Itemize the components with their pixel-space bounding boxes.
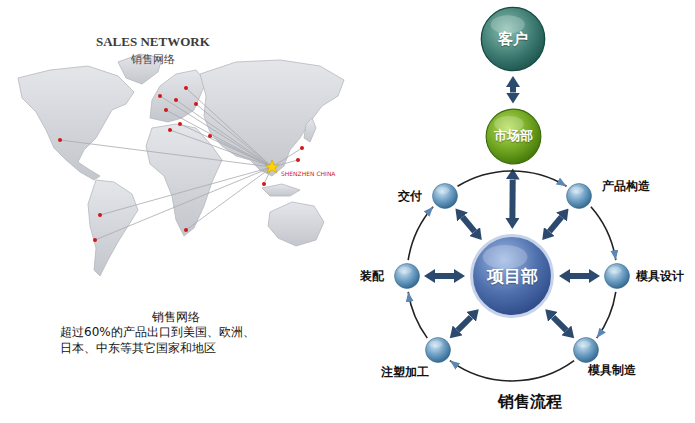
- double-arrow: [570, 273, 589, 279]
- japan: [304, 118, 316, 142]
- node-shape: [425, 337, 451, 363]
- double-arrow: [458, 317, 471, 330]
- process-sphere: 注塑加工: [425, 337, 451, 363]
- node-fill: [574, 338, 599, 363]
- city-dot: [178, 122, 182, 126]
- customer-circle: 客户: [480, 6, 546, 72]
- city-dot: [93, 238, 97, 242]
- city-dot: [164, 108, 168, 112]
- cycle-arc: [597, 292, 616, 338]
- city-dot: [158, 94, 162, 98]
- node-label: 市场部: [494, 127, 533, 145]
- node-label: 项目部: [487, 265, 538, 288]
- cycle-arc: [450, 361, 574, 381]
- node-inner: 客户: [480, 6, 546, 72]
- city-dot: [58, 138, 62, 142]
- node-fill: [486, 109, 541, 164]
- asia: [200, 60, 344, 176]
- city-dot: [168, 128, 172, 132]
- city-label: SHENZHEN CHINA: [281, 170, 335, 177]
- city-dot: [184, 86, 188, 90]
- north-america: [18, 66, 134, 180]
- africa: [146, 124, 222, 236]
- node-fill: [425, 338, 450, 363]
- map-subtitle: 销售网络: [131, 52, 175, 67]
- flow-title: 销售流程: [498, 392, 562, 413]
- city-dots: [58, 86, 304, 242]
- city-dot: [262, 182, 266, 186]
- process-sphere: 模具制造: [573, 337, 599, 363]
- city-dot: [208, 134, 212, 138]
- node-shape: [566, 183, 592, 209]
- indonesia: [262, 184, 300, 196]
- europe: [150, 70, 206, 122]
- process-sphere: 产品构造: [566, 183, 592, 209]
- process-sphere: 交付: [432, 183, 458, 209]
- node-highlight: [398, 267, 412, 274]
- double-arrow: [463, 217, 475, 232]
- project-hub: 项目部: [469, 233, 555, 319]
- city-dot: [296, 158, 300, 162]
- node-fill: [395, 264, 420, 289]
- double-arrow: [435, 273, 454, 279]
- double-arrow: [553, 317, 566, 330]
- caption-title: 销售网络: [152, 309, 200, 326]
- step-label: 模具设计: [635, 269, 685, 283]
- cycle-arc: [591, 207, 616, 260]
- node-fill: [567, 183, 592, 208]
- market-circle: 市场部: [485, 108, 542, 165]
- node-fill: [472, 236, 553, 317]
- node-highlight: [436, 186, 450, 193]
- route-line: [60, 88, 302, 240]
- node-shape: [573, 337, 599, 363]
- step-label: 装配: [359, 269, 385, 283]
- node-fill: [605, 264, 630, 289]
- node-shape: [394, 263, 420, 289]
- node-highlight: [571, 186, 585, 193]
- step-label: 交付: [397, 189, 423, 203]
- process-sphere: 装配: [394, 263, 420, 289]
- node-inner: 市场部: [485, 108, 542, 165]
- continents: [18, 54, 344, 276]
- australia: [268, 202, 324, 246]
- shenzhen-star: [265, 160, 279, 173]
- node-fill: [481, 7, 544, 70]
- double-arrow: [510, 87, 516, 93]
- double-arrow: [549, 217, 561, 232]
- node-highlight: [577, 341, 591, 348]
- cycle-arc: [408, 292, 427, 338]
- city-dot: [98, 213, 102, 217]
- city-dot: [184, 228, 188, 232]
- south-america: [88, 180, 138, 276]
- process-sphere: 模具设计: [604, 263, 630, 289]
- node-inner: 项目部: [469, 233, 555, 319]
- route-lines: [60, 88, 302, 240]
- step-label: 产品构造: [601, 179, 651, 193]
- step-label: 注塑加工: [380, 365, 430, 379]
- node-label: 客户: [498, 30, 528, 49]
- node-highlight: [429, 341, 443, 348]
- node-fill: [432, 183, 457, 208]
- cycle-arc: [458, 171, 567, 186]
- map-title: SALES NETWORK: [96, 34, 210, 50]
- node-shape: [604, 263, 630, 289]
- node-highlight: [608, 267, 622, 274]
- cycle-arc: [408, 207, 433, 260]
- city-dot: [174, 98, 178, 102]
- city-dot: [194, 102, 198, 106]
- step-label: 模具制造: [587, 363, 637, 377]
- node-shape: [432, 183, 458, 209]
- city-dot: [300, 146, 304, 150]
- double-arrow: [509, 180, 515, 219]
- caption-body: 超过60%的产品出口到美国、欧洲、 日本、中东等其它国家和地区: [60, 324, 258, 356]
